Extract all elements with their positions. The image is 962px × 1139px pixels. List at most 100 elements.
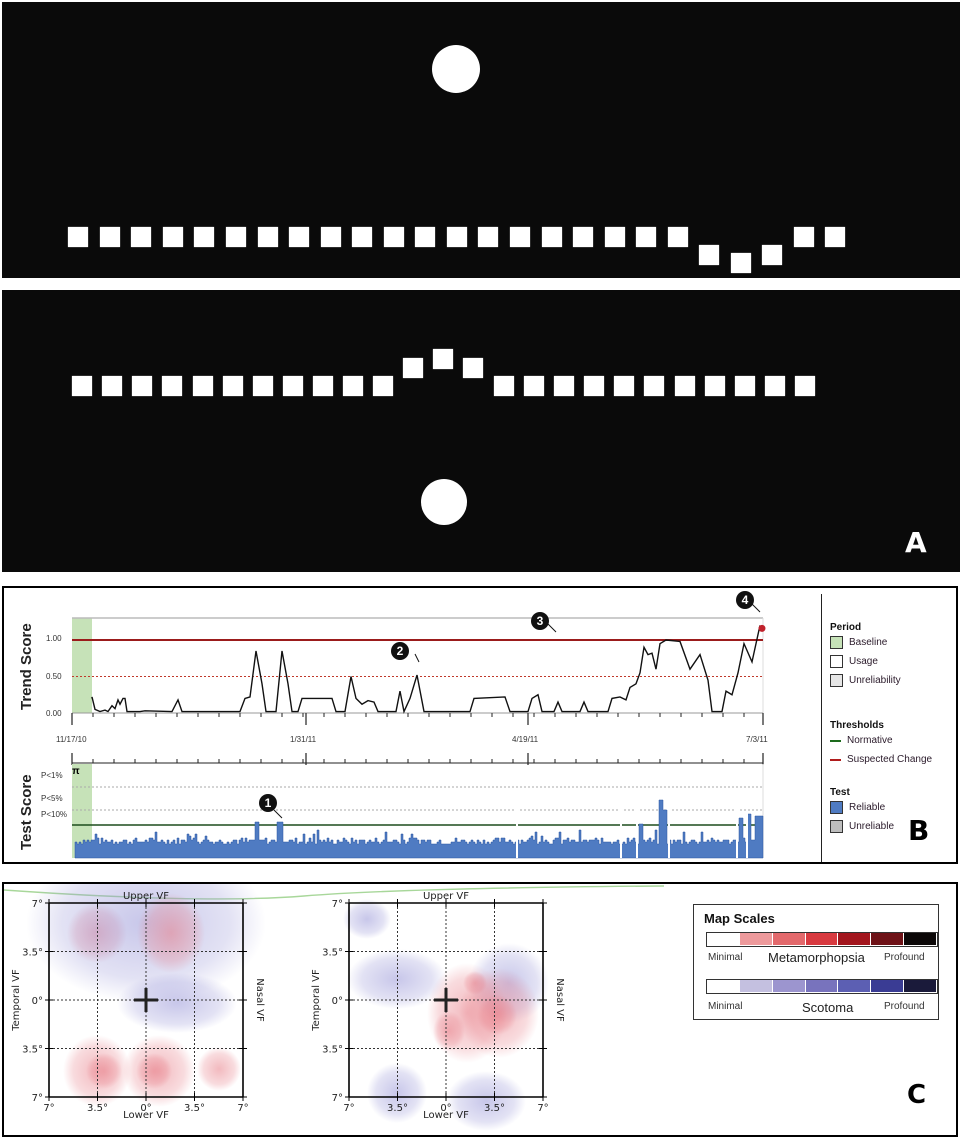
nasal-vf-label: Nasal VF	[554, 978, 565, 1022]
threshold-legend-item: Normative	[830, 731, 932, 750]
stimulus-square-top	[163, 227, 183, 247]
stimulus-square-top	[825, 227, 845, 247]
callout-3: 3	[531, 612, 549, 630]
period-legend-item: Unreliability	[830, 671, 932, 690]
callout-1: 1	[259, 794, 277, 812]
color-swatch-icon	[830, 655, 843, 668]
stimulus-square-bottom	[644, 376, 664, 396]
x-tick-date-3: 4/19/11	[512, 735, 539, 744]
fixation-dot-bottom	[421, 479, 467, 525]
threshold-legend-item: Suspected Change	[830, 750, 932, 769]
p-tick-5: P<5%	[41, 794, 63, 803]
stimulus-square-bottom	[72, 376, 92, 396]
stimulus-square-top	[321, 227, 341, 247]
stimulus-square-top	[258, 227, 278, 247]
legend-label: Normative	[847, 735, 893, 746]
y-tick-0: 0.00	[46, 709, 62, 718]
meta-min-label: Minimal	[708, 952, 743, 963]
stimulus-square-top	[636, 227, 656, 247]
y-axis-tick: 3.5°	[322, 948, 343, 959]
p-tick-10: P<10%	[41, 810, 68, 819]
stimulus-square-top	[762, 245, 782, 265]
stimulus-square-bottom	[795, 376, 815, 396]
x-axis-tick: 7°	[537, 1103, 548, 1114]
map-scales-title: Map Scales	[704, 911, 775, 926]
stimulus-square-bottom	[162, 376, 182, 396]
stimulus-square-bottom	[193, 376, 213, 396]
legend-label: Baseline	[849, 637, 888, 648]
stimulus-square-top	[731, 253, 751, 273]
y-tick-05: 0.50	[46, 672, 62, 681]
test-legend-item: Unreliable	[830, 817, 932, 836]
legend-period-title: Period	[830, 622, 862, 633]
stimulus-square-top	[100, 227, 120, 247]
period-legend-item: Baseline	[830, 633, 932, 652]
lower-vf-label: Lower VF	[423, 1110, 469, 1121]
x-tick-date-1: 11/17/10	[56, 735, 87, 744]
stimulus-square-bottom	[223, 376, 243, 396]
stimulus-square-bottom	[584, 376, 604, 396]
stimulus-square-bottom	[343, 376, 363, 396]
x-axis-tick: 7°	[43, 1103, 54, 1114]
stimulus-square-bottom	[403, 358, 423, 378]
meta-label: Metamorphopsia	[768, 950, 865, 965]
legend-label: Unreliability	[849, 675, 901, 686]
y-axis-tick: 3.5°	[322, 1045, 343, 1056]
x-axis-tick: 3.5°	[484, 1103, 505, 1114]
stimulus-square-bottom	[433, 349, 453, 369]
metamorphopsia-scale-bar	[706, 932, 938, 947]
p-tick-1: P<1%	[41, 771, 63, 780]
visual-field-maps: 7°3.5°0°3.5°7°7°3.5°0°3.5°7°Upper VFLowe…	[4, 884, 664, 1131]
legend-label: Usage	[849, 656, 878, 667]
y-tick-1: 1.00	[46, 634, 62, 643]
scotoma-scale-cell	[772, 980, 806, 992]
color-swatch-icon	[830, 801, 843, 814]
stimulus-square-top	[289, 227, 309, 247]
scotoma-scale-cell	[838, 980, 872, 992]
metamorphopsia-scale-cell	[805, 933, 839, 945]
legend-label: Unreliable	[849, 821, 895, 832]
metamorphopsia-scale-cell	[707, 933, 740, 945]
stimulus-square-bottom	[675, 376, 695, 396]
panel-label-c: C	[907, 1080, 927, 1110]
y-axis-tick: 3.5°	[22, 948, 43, 959]
y-axis-tick: 7°	[32, 1093, 43, 1104]
metamorphopsia-scale-cell	[904, 933, 937, 945]
x-axis-tick: 0°	[140, 1103, 151, 1114]
x-axis-tick: 0°	[440, 1103, 451, 1114]
stimulus-square-top	[194, 227, 214, 247]
panel-label-b: B	[908, 814, 930, 847]
stimulus-square-top	[605, 227, 625, 247]
stimulus-square-bottom	[735, 376, 755, 396]
line-swatch-icon	[830, 739, 841, 742]
stimulus-square-bottom	[765, 376, 785, 396]
stimulus-square-bottom	[614, 376, 634, 396]
x-axis-tick: 3.5°	[184, 1103, 205, 1114]
scot-label: Scotoma	[802, 1000, 854, 1015]
y-axis-tick: 0°	[32, 996, 43, 1007]
trend-and-test-charts: π	[71, 603, 766, 859]
color-swatch-icon	[830, 674, 843, 687]
test-legend-item: Reliable	[830, 798, 932, 817]
legend-thresholds-title: Thresholds	[830, 720, 884, 731]
stimulus-square-top	[415, 227, 435, 247]
stimulus-square-bottom	[102, 376, 122, 396]
upper-vf-label: Upper VF	[423, 891, 469, 902]
stimulus-square-top	[699, 245, 719, 265]
stimulus-square-top	[668, 227, 688, 247]
metamorphopsia-scale-cell	[871, 933, 905, 945]
nasal-vf-label: Nasal VF	[254, 978, 265, 1022]
lower-vf-label: Lower VF	[123, 1110, 169, 1121]
stimulus-square-bottom	[313, 376, 333, 396]
metamorphopsia-scale-cell	[739, 933, 773, 945]
callout-2: 2	[391, 642, 409, 660]
x-tick-date-4: 7/3/11	[746, 735, 768, 744]
stimulus-square-top	[131, 227, 151, 247]
stimulus-square-top	[352, 227, 372, 247]
stimulus-square-bottom	[554, 376, 574, 396]
y-axis-tick: 3.5°	[22, 1045, 43, 1056]
color-swatch-icon	[830, 820, 843, 833]
stimulus-square-top	[573, 227, 593, 247]
stimulus-square-top	[478, 227, 498, 247]
